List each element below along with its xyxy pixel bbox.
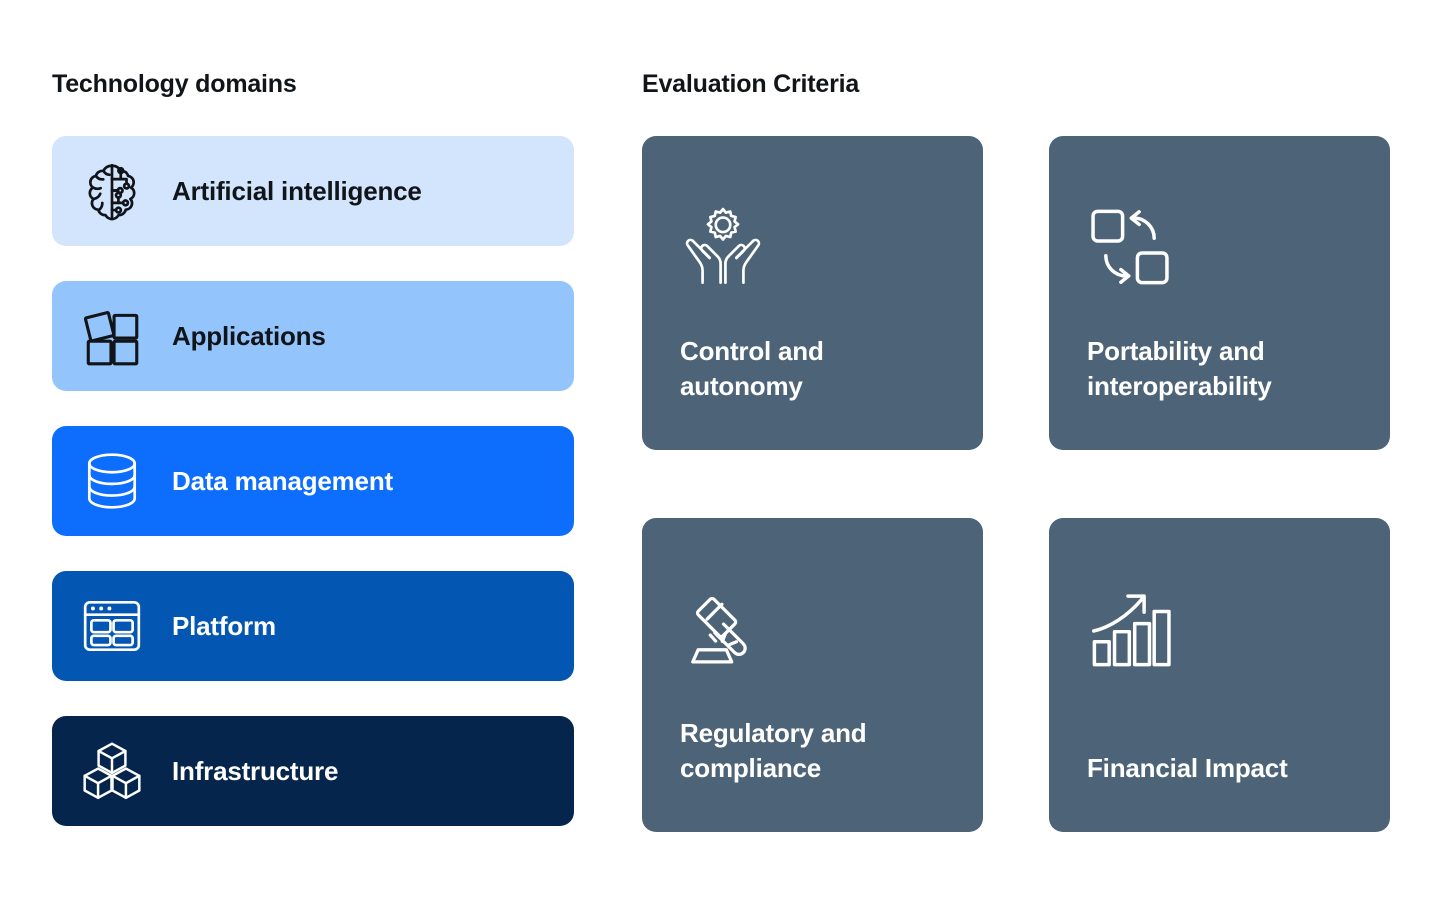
domain-pill-applications[interactable]: Applications <box>52 281 574 391</box>
brain-circuit-icon <box>76 155 148 227</box>
browser-layout-icon <box>76 590 148 662</box>
domain-pill-data-management[interactable]: Data management <box>52 426 574 536</box>
evaluation-criteria-grid: Control and autonomy Portability and int… <box>642 136 1390 832</box>
domain-label: Data management <box>172 465 393 496</box>
technology-domains-heading: Technology domains <box>52 70 297 98</box>
domain-pill-infrastructure[interactable]: Infrastructure <box>52 716 574 826</box>
criteria-card-control-and-autonomy[interactable]: Control and autonomy <box>642 136 983 450</box>
bar-chart-growth-icon <box>1087 586 1177 676</box>
hands-gear-icon <box>680 204 770 294</box>
domain-pill-artificial-intelligence[interactable]: Artificial intelligence <box>52 136 574 246</box>
database-icon <box>76 445 148 517</box>
domain-label: Artificial intelligence <box>172 175 422 206</box>
domain-label: Infrastructure <box>172 755 339 786</box>
criteria-card-portability-and-interoperability[interactable]: Portability and interoperability <box>1049 136 1390 450</box>
domain-pill-platform[interactable]: Platform <box>52 571 574 681</box>
app-tiles-icon <box>76 300 148 372</box>
criteria-label: Control and autonomy <box>680 336 824 401</box>
criteria-label: Portability and interoperability <box>1087 336 1272 401</box>
cubes-icon <box>76 735 148 807</box>
criteria-label: Financial Impact <box>1087 753 1288 783</box>
technology-domains-list: Artificial intelligence Applications <box>52 136 574 826</box>
criteria-card-regulatory-and-compliance[interactable]: Regulatory and compliance <box>642 518 983 832</box>
evaluation-criteria-heading: Evaluation Criteria <box>642 70 860 98</box>
criteria-label: Regulatory and compliance <box>680 718 867 783</box>
domain-label: Applications <box>172 320 326 351</box>
criteria-card-financial-impact[interactable]: Financial Impact <box>1049 518 1390 832</box>
gavel-icon <box>680 586 770 676</box>
domain-label: Platform <box>172 610 276 641</box>
exchange-squares-icon <box>1087 204 1177 294</box>
